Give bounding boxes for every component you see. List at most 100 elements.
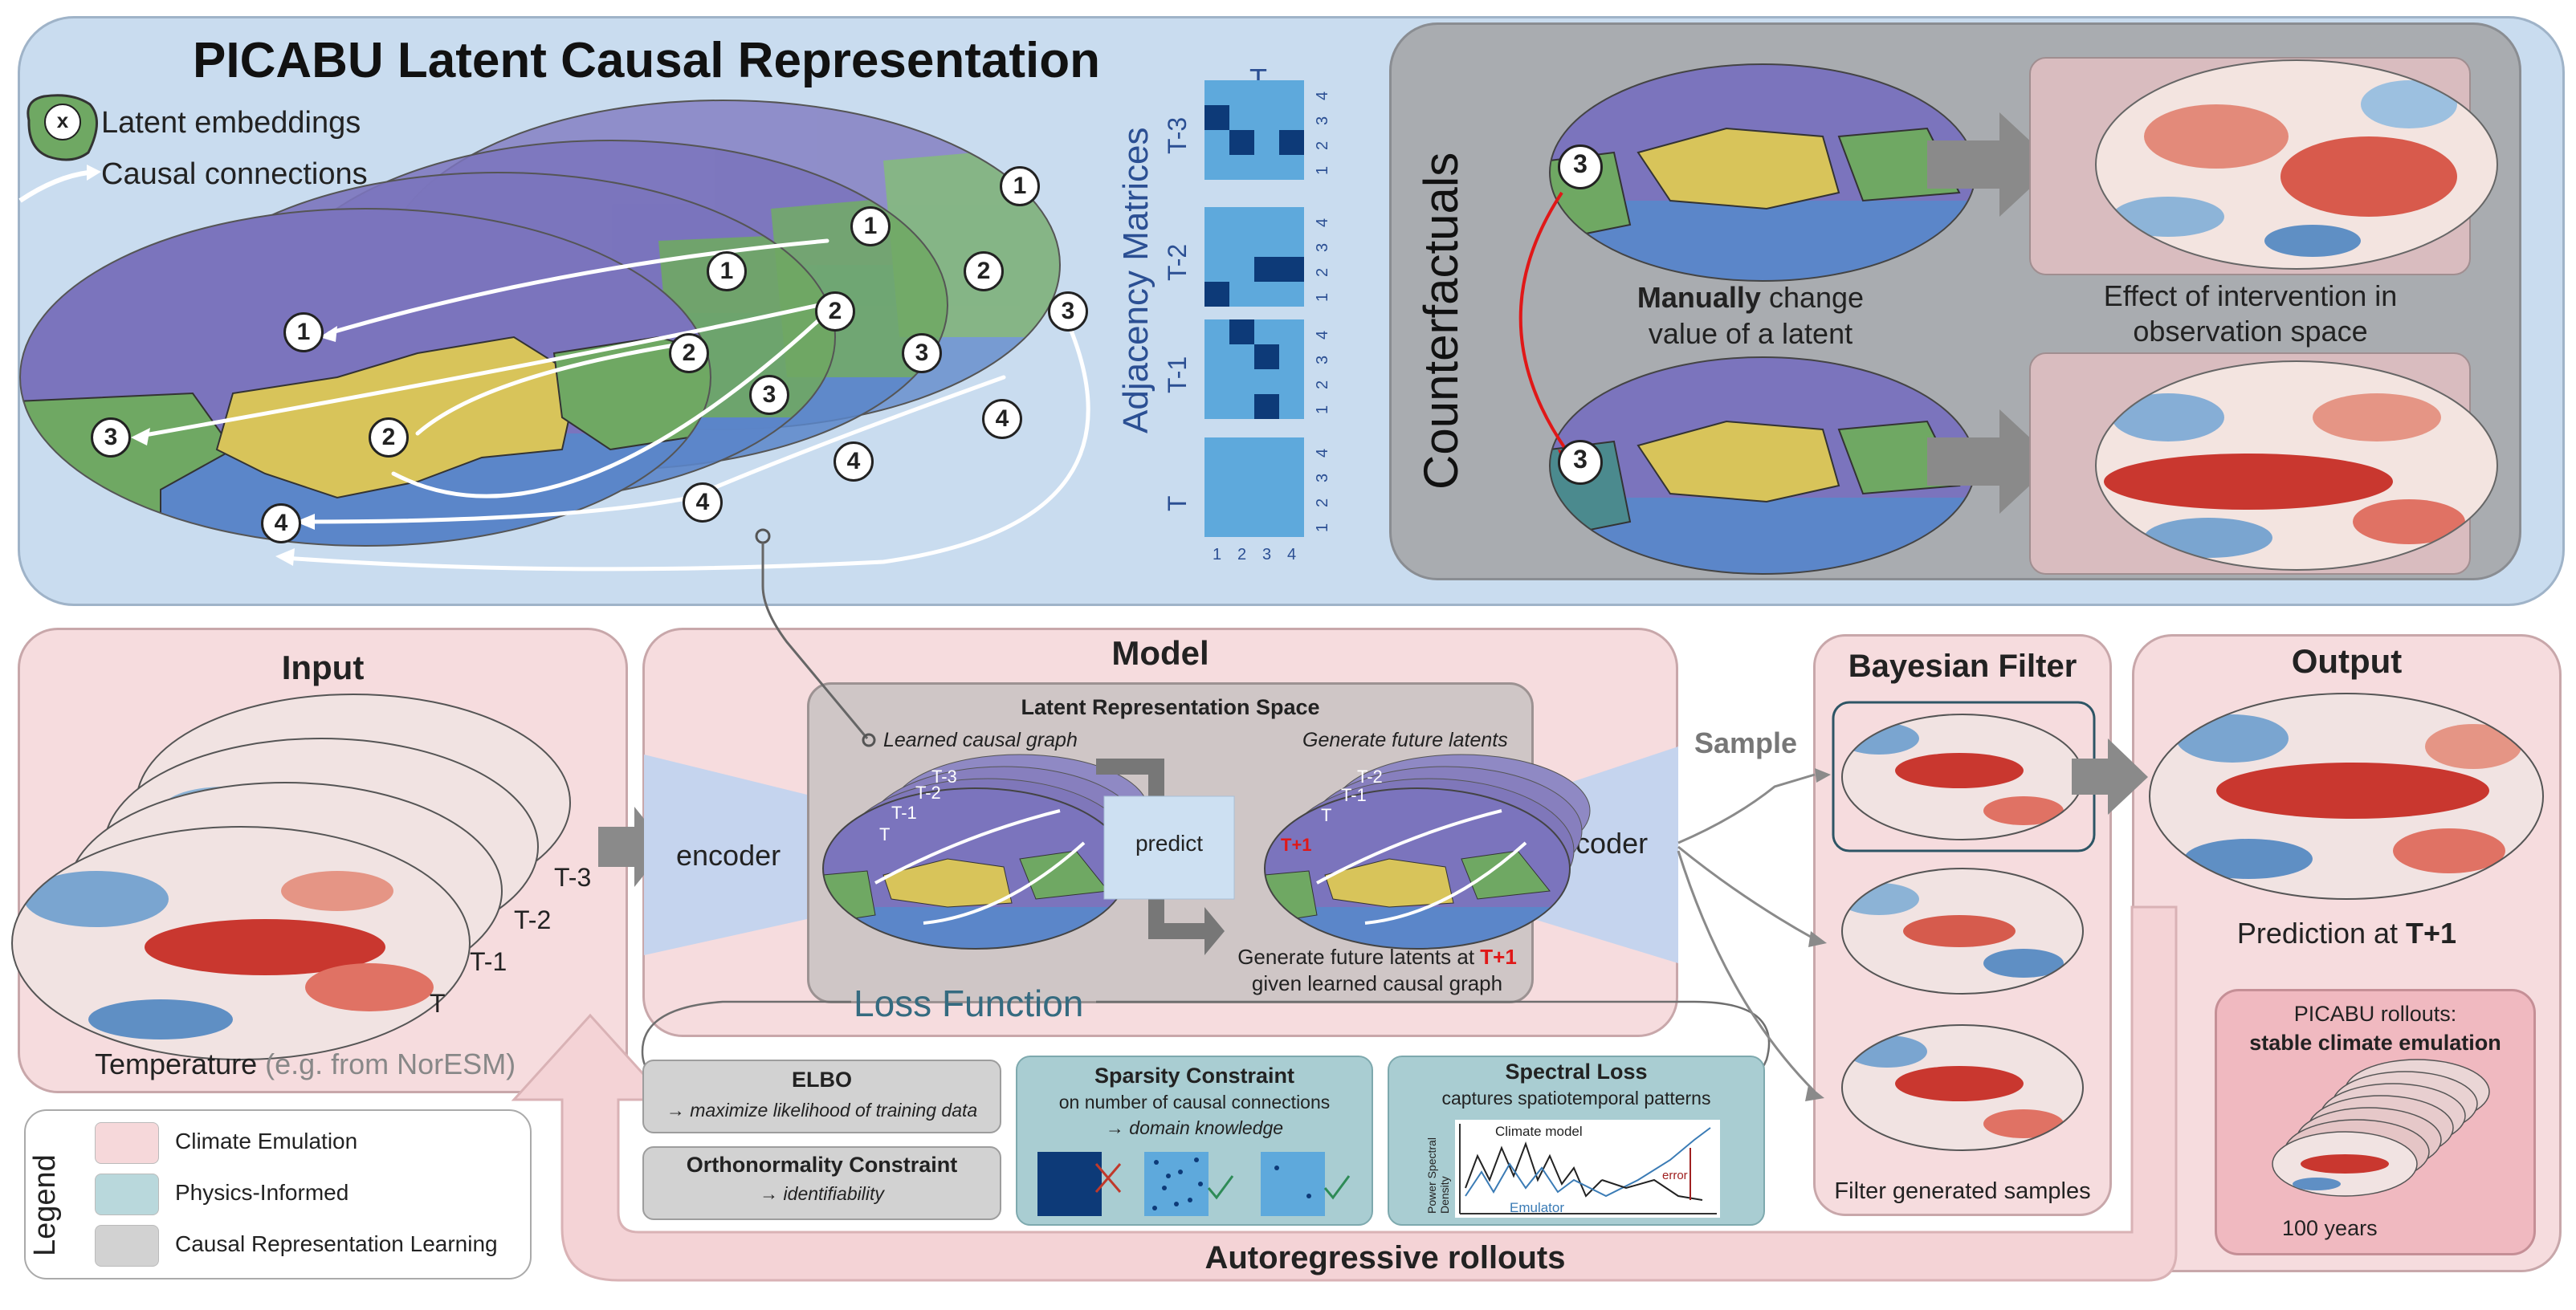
prediction-caption: Prediction at T+1 — [2132, 917, 2562, 950]
legend-title: Legend — [28, 1154, 62, 1256]
adjacency-cell — [1279, 319, 1304, 344]
adjacency-cell — [1279, 80, 1304, 105]
adjacency-cell — [1254, 462, 1279, 487]
adjacency-col-index: 2 — [1237, 546, 1247, 563]
adjacency-cell — [1229, 80, 1254, 105]
adjacency-cell — [1229, 282, 1254, 307]
adjacency-cell — [1204, 462, 1229, 487]
adjacency-cell — [1279, 344, 1304, 369]
input-caption: Temperature (e.g. from NorESM) — [95, 1048, 516, 1081]
latent-embedding-symbol: x — [56, 108, 69, 132]
adjacency-cell — [1229, 512, 1254, 537]
latent-left-stack-label: T-2 — [915, 783, 941, 803]
adjacency-cell — [1204, 80, 1229, 105]
generate-caption-line2: given learned causal graph — [1251, 971, 1503, 995]
adjacency-cell — [1279, 155, 1304, 180]
adjacency-cell — [1254, 257, 1279, 282]
adjacency-cell — [1279, 207, 1304, 232]
adjacency-cell — [1204, 487, 1229, 512]
adjacency-cell — [1254, 80, 1279, 105]
input-label-t: T — [430, 989, 446, 1018]
latent-badge-1: 1 — [283, 312, 324, 352]
adjacency-cell — [1254, 282, 1279, 307]
latent-left-stack-label: T-1 — [891, 803, 917, 823]
adjacency-cell — [1279, 512, 1304, 537]
input-caption-note: (e.g. from NorESM) — [265, 1048, 516, 1080]
adjacency-cell — [1279, 462, 1304, 487]
input-label-t-3: T-3 — [554, 863, 592, 892]
adjacency-cell — [1229, 462, 1254, 487]
legend-swatch — [95, 1225, 159, 1267]
latent-left-stack-label: T — [879, 824, 891, 844]
ortho-title: Orthonormality Constraint — [686, 1153, 958, 1177]
adjacency-cell — [1229, 207, 1254, 232]
adjacency-cell — [1204, 282, 1229, 307]
elbo-subtitle: → maximize likelihood of training data — [666, 1100, 978, 1121]
legend-swatch — [95, 1174, 159, 1215]
spectral-emulator-label: Emulator — [1510, 1200, 1565, 1215]
adjacency-cell — [1279, 369, 1304, 394]
model-title: Model — [1111, 634, 1209, 672]
adjacency-cell — [1229, 257, 1254, 282]
adjacency-cell — [1229, 319, 1254, 344]
adjacency-cell — [1254, 130, 1279, 155]
latent-badge-3: 3 — [1048, 291, 1088, 332]
prediction-caption-t: T+1 — [2406, 917, 2457, 950]
latent-badge-1: 1 — [1000, 166, 1040, 206]
effect-line1: Effect of intervention in — [2103, 279, 2398, 312]
legend-label: Causal Representation Learning — [175, 1231, 498, 1256]
manual-change-line1: Manually change — [1526, 281, 1975, 315]
rollouts-line1: PICABU rollouts: — [2293, 1002, 2457, 1026]
legend-label: Climate Emulation — [175, 1129, 358, 1153]
counterfactual-latent-bottom-label: 3 — [1573, 445, 1588, 474]
generate-future-label: Generate future latents — [1302, 729, 1508, 751]
counterfactual-latent-badge-bottom — [1558, 440, 1603, 485]
rollouts-line2: stable climate emulation — [2249, 1031, 2501, 1055]
adjacency-col-index: 4 — [1286, 546, 1297, 563]
manual-change-rest: change — [1768, 281, 1865, 314]
adjacency-cell — [1204, 105, 1229, 130]
rollouts-years: 100 years — [2282, 1216, 2378, 1240]
latent-right-stack-label: T+1 — [1281, 835, 1312, 855]
predict-box-label: predict — [1135, 831, 1204, 856]
adjacency-cell — [1204, 155, 1229, 180]
legend-swatch — [95, 1122, 159, 1164]
adjacency-cell — [1254, 155, 1279, 180]
latent-badge-1: 1 — [707, 251, 747, 291]
adjacency-cell — [1279, 394, 1304, 419]
sparsity-sub2: → domain knowledge — [1105, 1117, 1284, 1138]
adjacency-cell — [1279, 232, 1304, 257]
sample-label: Sample — [1694, 726, 1798, 759]
spectral-climate-label: Climate model — [1495, 1124, 1583, 1139]
adjacency-cell — [1229, 105, 1254, 130]
adjacency-cell — [1229, 369, 1254, 394]
adjacency-cell — [1254, 369, 1279, 394]
latent-badge-4: 4 — [834, 441, 874, 482]
generate-caption-pre: Generate future latents at — [1237, 945, 1475, 969]
adjacency-cell — [1204, 394, 1229, 419]
adjacency-cell — [1229, 232, 1254, 257]
adjacency-cell — [1254, 437, 1279, 462]
adjacency-cell — [1204, 130, 1229, 155]
learned-graph-label: Learned causal graph — [883, 729, 1078, 751]
latent-badge-4: 4 — [261, 503, 301, 543]
adjacency-cell — [1254, 319, 1279, 344]
adjacency-cell — [1254, 344, 1279, 369]
adjacency-cell — [1204, 319, 1229, 344]
elbo-title: ELBO — [791, 1068, 852, 1092]
adjacency-cell — [1254, 487, 1279, 512]
adjacency-cell — [1204, 207, 1229, 232]
autoregressive-label: Autoregressive rollouts — [1204, 1240, 1566, 1275]
adjacency-cell — [1279, 282, 1304, 307]
bayes-caption: Filter generated samples — [1834, 1178, 2091, 1204]
latent-badge-4: 4 — [683, 482, 723, 523]
